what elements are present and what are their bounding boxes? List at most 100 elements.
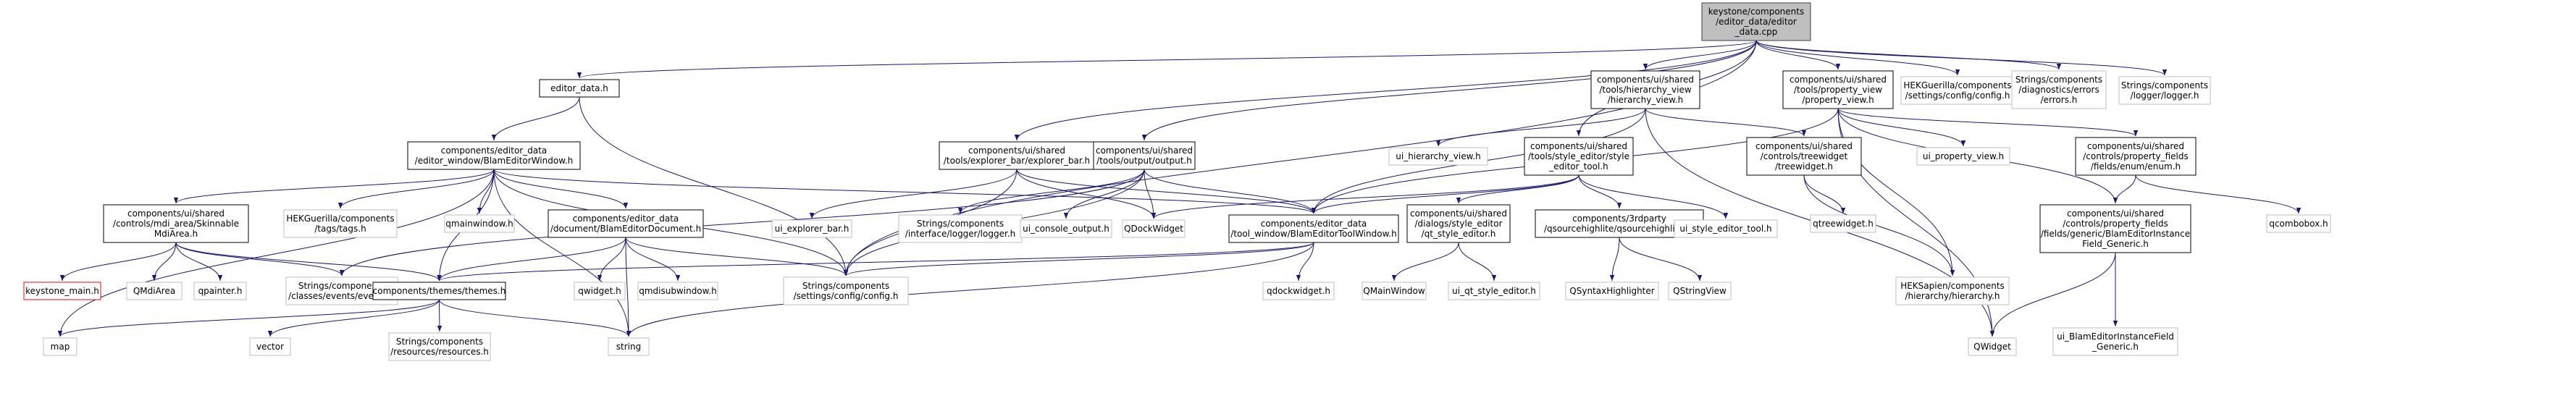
node-label-line: QWidget: [1973, 342, 2011, 352]
node-blam_editor_window_h[interactable]: components/editor_data/editor_window/Bla…: [407, 141, 581, 170]
node-box: [637, 282, 718, 300]
node-label-line: ui_console_output.h: [1023, 224, 1109, 234]
node-label-line: Strings/components: [802, 281, 889, 291]
node-label-line: /hierarchy_view.h: [1608, 95, 1684, 105]
node-resources_h: Strings/components/resources/resources.h: [388, 332, 491, 361]
node-box: [1810, 214, 1876, 233]
node-box: [1122, 219, 1186, 238]
node-label-line: /controls/mdi_area/Skinnable: [113, 219, 239, 229]
node-label-line: _editor_tool.h: [1548, 161, 1608, 172]
node-box: [103, 204, 249, 243]
node-label-line: vector: [256, 342, 284, 352]
node-label-line: Strings/components: [298, 281, 385, 291]
node-config_h: Strings/components/settings/config/confi…: [783, 276, 909, 305]
node-enum_h[interactable]: components/ui/shared/controls/property_f…: [2075, 137, 2197, 176]
edge-blam_editor_document_h-to-config_h: [625, 237, 849, 276]
node-label-line: QSyntaxHighlighter: [1569, 286, 1654, 296]
node-themes_h[interactable]: components/themes/themes.h: [372, 282, 506, 300]
node-box: [1701, 2, 1811, 41]
node-explorer_bar_h[interactable]: components/ui/shared/tools/explorer_bar/…: [939, 141, 1095, 170]
edge-root-to-hek_config_h: [1755, 40, 1960, 76]
node-label-line: components/ui/shared: [1597, 75, 1694, 85]
edge-output_h-to-qdockwidget: [1144, 169, 1157, 219]
edge-property_view_h-to-enum_h: [1837, 108, 2139, 137]
edge-skinnable_mdiarea_h-to-events_h: [175, 242, 345, 276]
node-ui_property_view_h: ui_property_view.h: [1916, 147, 2010, 166]
node-ui_instance_field_generic_h: ui_BlamEditorInstanceField_Generic.h: [2052, 327, 2178, 356]
node-box: [388, 332, 491, 361]
node-label-line: /tools/property_view: [1794, 85, 1882, 95]
node-label-line: editor_data.h: [550, 83, 608, 93]
node-label-line: /logger/logger.h: [2131, 90, 2199, 101]
node-box: [1674, 219, 1778, 238]
edge-skinnable_mdiarea_h-to-themes_h: [175, 242, 442, 282]
node-ui_explorer_bar_h: ui_explorer_bar.h: [771, 219, 852, 238]
node-label-line: /qsourcehighlite/qsourcehighliter.h: [1544, 224, 1695, 234]
edge-editor_data_h-to-config_h: [579, 96, 849, 276]
edge-blam_editor_window_h-to-string: [493, 169, 632, 337]
node-hek_tags_h: HEKGuerilla/components/tags/tags.h: [283, 209, 398, 238]
node-label-line: components/ui/shared: [1530, 141, 1627, 151]
node-box: [1228, 214, 1399, 243]
edge-explorer_bar_h-to-tool_window_h: [1016, 169, 1317, 214]
node-label-line: components/3rdparty: [1572, 214, 1666, 224]
node-editor_data_h[interactable]: editor_data.h: [539, 79, 620, 98]
node-label-line: /resources/resources.h: [390, 347, 489, 357]
edge-qsourcehighlighter_h-to-qstringview: [1619, 237, 1703, 282]
node-box: [1020, 219, 1112, 238]
edge-enum_h-to-qcombobox_h: [2135, 174, 2302, 214]
node-label-line: components/ui/shared: [2087, 141, 2184, 151]
node-label-line: ui_property_view.h: [1923, 151, 2004, 161]
node-label-line: qmdisubwindow.h: [639, 286, 717, 296]
node-qmainwindow: QMainWindow: [1362, 282, 1427, 300]
node-box: [283, 209, 398, 238]
node-label-line: /settings/config/config.h: [794, 291, 899, 301]
node-label-line: qtreewidget.h: [1813, 219, 1874, 229]
node-label-line: HEKGuerilla/components: [1903, 80, 2011, 90]
node-qsyntaxhighlighter: QSyntaxHighlighter: [1565, 282, 1659, 300]
node-qwidget: QWidget: [1968, 337, 2017, 356]
edge-themes_h-to-vector: [267, 299, 440, 337]
node-label-line: /classes/events/events.h: [288, 291, 395, 301]
node-label-line: /document/BlamEditorDocument.h: [550, 224, 701, 234]
node-label-line: components/ui/shared: [1790, 75, 1887, 85]
node-label-line: QMainWindow: [1363, 286, 1425, 296]
node-box: [1590, 70, 1700, 109]
node-label-line: /tools/explorer_bar/explorer_bar.h: [944, 156, 1090, 166]
node-box: [2011, 70, 2107, 109]
node-label-line: map: [51, 342, 70, 352]
node-label-line: qpainter.h: [198, 286, 243, 296]
node-skinnable_mdiarea_h[interactable]: components/ui/shared/controls/mdi_area/S…: [103, 204, 249, 243]
node-label-line: /controls/treewidget: [1761, 151, 1848, 161]
node-label-line: MdiArea.h: [154, 229, 198, 239]
node-box: [1262, 282, 1335, 300]
node-label-line: components/themes/themes.h: [373, 286, 506, 296]
edge-root-to-hierarchy_view_h: [1642, 40, 1757, 70]
node-label-line: Strings/components: [2121, 80, 2208, 90]
node-qpainter_h: qpainter.h: [193, 282, 247, 300]
node-tool_window_h[interactable]: components/editor_data/tool_window/BlamE…: [1228, 214, 1399, 243]
node-box: [43, 337, 77, 356]
node-output_h[interactable]: components/ui/shared/tools/output/output…: [1093, 141, 1196, 170]
edge-explorer_bar_h-to-ui_explorer_bar_h: [809, 169, 1018, 219]
node-root[interactable]: keystone/components/editor_data/editor_d…: [1701, 2, 1811, 41]
node-label-line: qdockwidget.h: [1267, 286, 1330, 296]
node-qt_style_editor_h[interactable]: components/ui/shared/dialogs/style_edito…: [1406, 204, 1511, 243]
node-label-line: /qt_style_editor.h: [1422, 229, 1496, 239]
node-blam_editor_document_h[interactable]: components/editor_data/document/BlamEdit…: [547, 209, 704, 238]
node-box: [1406, 204, 1511, 243]
node-label-line: components/editor_data: [573, 214, 679, 224]
node-label-line: /tags/tags.h: [314, 224, 366, 234]
node-box: [2118, 76, 2211, 105]
edge-root-to-output_h: [1141, 40, 1757, 141]
node-box: [1668, 282, 1732, 300]
node-style_editor_tool_h[interactable]: components/ui/shared/tools/style_editor/…: [1524, 137, 1634, 176]
node-qstringview: QStringView: [1668, 282, 1732, 300]
node-qmdisubwindow_h: qmdisubwindow.h: [637, 282, 718, 300]
node-hierarchy_view_h[interactable]: components/ui/shared/tools/hierarchy_vie…: [1590, 70, 1700, 109]
node-property_view_h[interactable]: components/ui/shared/tools/property_view…: [1782, 70, 1894, 109]
node-instance_field_generic_h[interactable]: components/ui/shared/controls/property_f…: [2039, 204, 2191, 253]
node-treewidget_h[interactable]: components/ui/shared/controls/treewidget…: [1746, 137, 1862, 176]
node-box: [372, 282, 506, 300]
